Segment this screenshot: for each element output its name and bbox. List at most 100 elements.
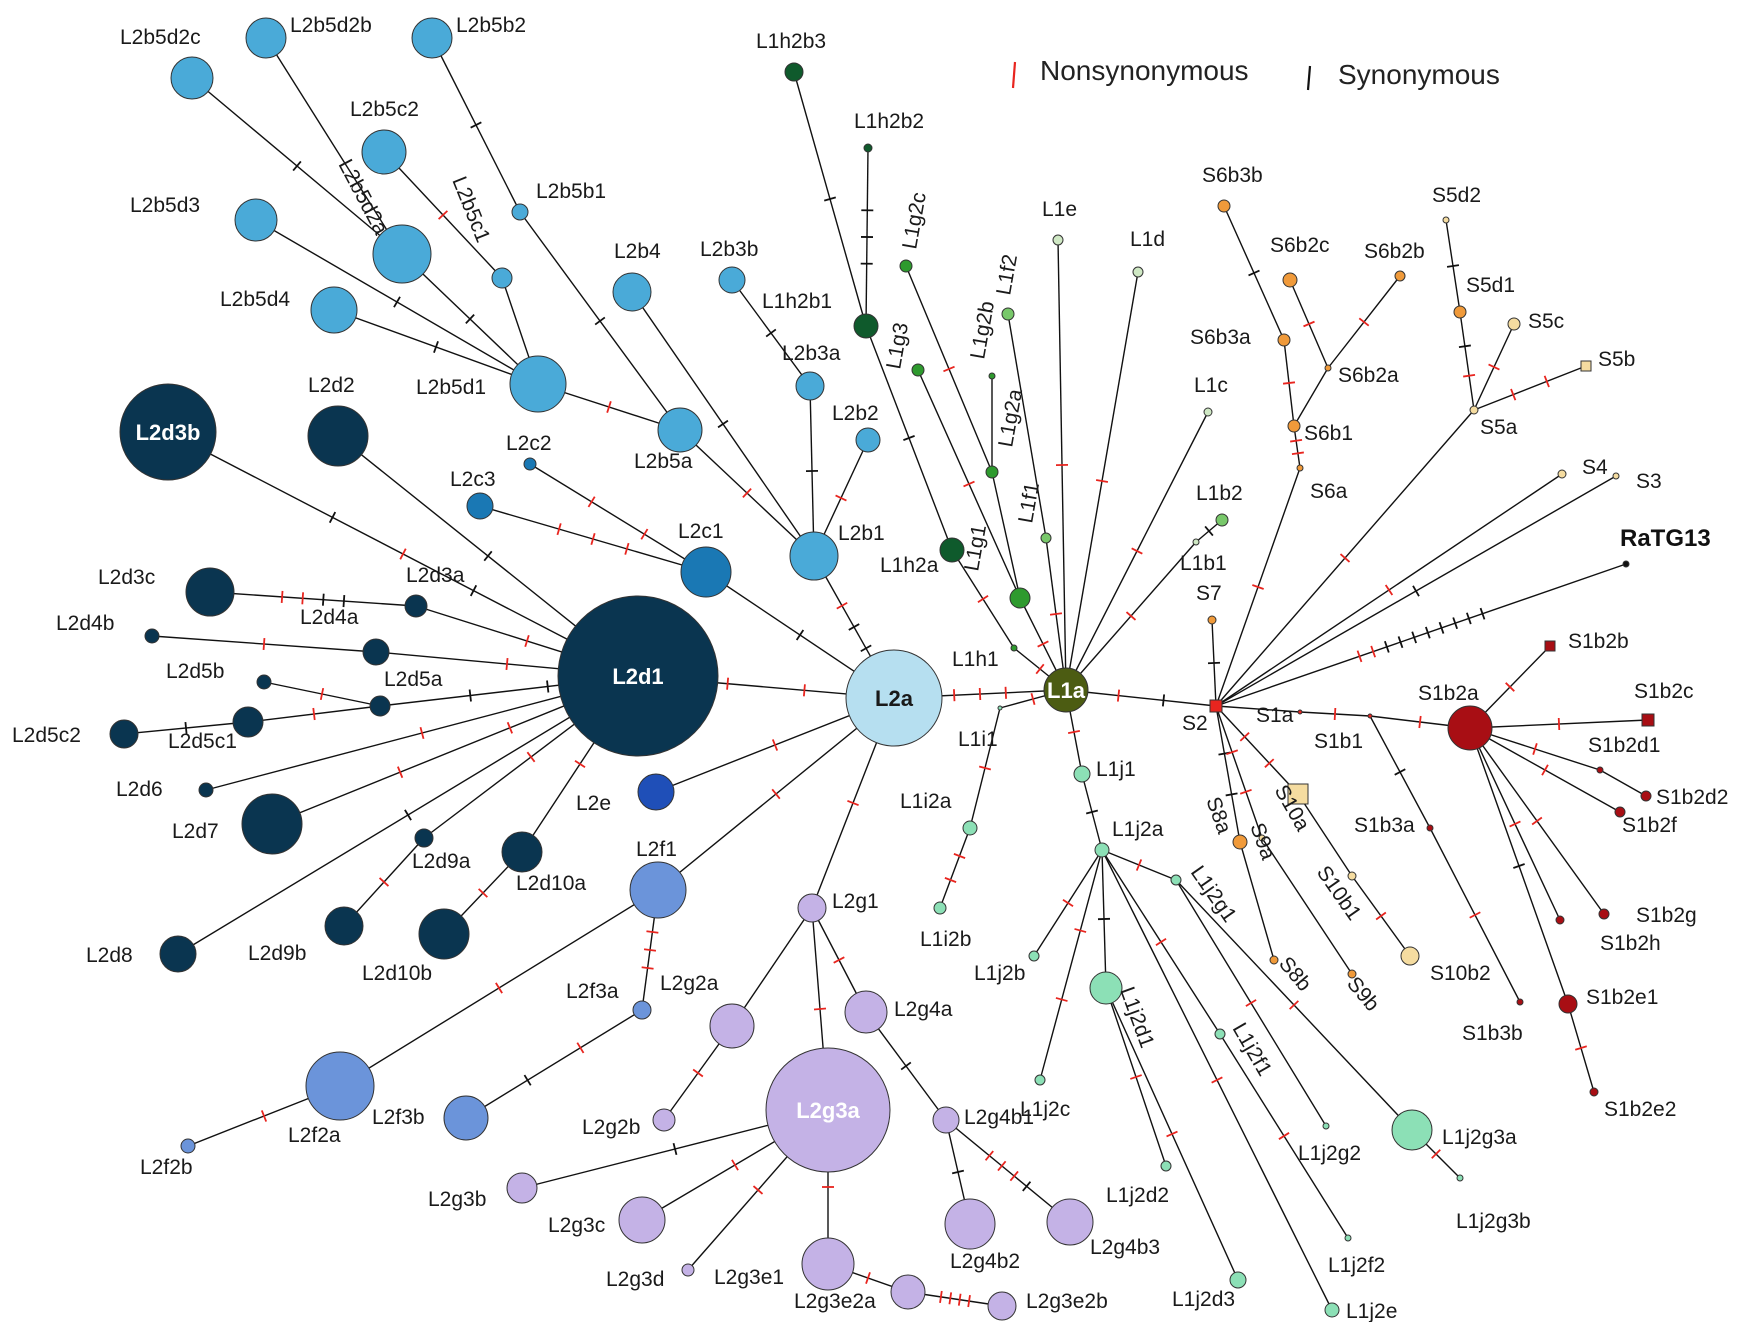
edge-L1a-L1e (1055, 239, 1069, 691)
synonymous-mutation-tick (848, 623, 860, 631)
node-label-l1j2e: L1j2e (1346, 1300, 1397, 1322)
nonsynonymous-mutation-tick (833, 956, 845, 964)
node-label-l1g2c: L1g2c (898, 191, 931, 251)
edge-S1b2a-S1b2g (1469, 727, 1605, 915)
edge-S2-S4 (1215, 473, 1563, 707)
nonsynonymous-mutation-tick (752, 1185, 764, 1195)
haplotype-node-l2b3b (718, 266, 746, 294)
haplotype-node-l2b5a (657, 407, 703, 453)
edge-L2b5d1-L2b5d4 (333, 309, 539, 385)
edge-S2-S3 (1215, 475, 1617, 707)
haplotype-node-l2g2a (709, 1003, 755, 1049)
synonymous-mutation-tick (184, 721, 188, 735)
edge-L1h1-L1h2a (951, 549, 1015, 649)
edge-L1j2d1-L1j2d3 (1105, 987, 1239, 1281)
nonsynonymous-mutation-tick (1030, 692, 1036, 706)
synonymous-mutation-tick (1411, 631, 1417, 644)
edge-L2f1-L2f2a (339, 889, 659, 1087)
edge-line (1007, 313, 1047, 539)
nonsynonymous-mutation-tick (847, 799, 859, 807)
haplotype-node-s4 (1557, 469, 1567, 479)
haplotype-node-l2b1 (789, 531, 839, 581)
node-label-s7: S7 (1196, 582, 1222, 605)
haplotype-node-l1g1 (1009, 587, 1031, 609)
haplotype-node-l2b5c1 (491, 267, 513, 289)
synonymous-mutation-tick (328, 511, 337, 524)
node-label-l1j1: L1j1 (1096, 758, 1136, 781)
nonsynonymous-mutation-tick (953, 853, 966, 859)
edge-L2d4a-L2d4b (151, 635, 377, 653)
edge-line (1459, 311, 1475, 411)
node-label-l1b1: L1b1 (1180, 552, 1227, 575)
haplotype-node-l1g2c (899, 259, 913, 273)
edge-line (1215, 705, 1241, 843)
edge-S6b1-S6b2a (1293, 367, 1329, 427)
nonsynonymous-mutation-tick (939, 1290, 943, 1303)
nonsynonymous-mutation-tick (1166, 1130, 1178, 1138)
node-label-l1g2a: L1g2a (994, 387, 1027, 449)
haplotype-node-l1c (1203, 407, 1213, 417)
node-label-l2g3b: L2g3b (428, 1188, 486, 1211)
nonsynonymous-mutation-tick (624, 542, 630, 555)
haplotype-node-l2d9a (414, 828, 434, 848)
edge-line (1215, 563, 1627, 707)
nonsynonymous-mutation-tick (943, 365, 955, 373)
synonymous-mutation-tick (1022, 1181, 1032, 1192)
synonymous-mutation-tick (860, 644, 872, 653)
synonymous-mutation-tick (717, 419, 729, 429)
edge-L1a-S2 (1065, 689, 1217, 707)
node-label-l1j2d1: L1j2d1 (1115, 984, 1158, 1051)
nonsynonymous-mutation-tick (1035, 663, 1045, 675)
node-label-l2b3a: L2b3a (782, 342, 841, 365)
haplotype-node-s5d1 (1453, 305, 1467, 319)
haplotype-node-s9b (1347, 969, 1357, 979)
nonsynonymous-mutation-tick (1333, 707, 1337, 721)
edge-S2-S1a (1215, 705, 1301, 713)
nonsynonymous-mutation-tick (1291, 451, 1304, 456)
nonsynonymous-mutation-tick (1289, 1000, 1299, 1010)
edge-line (945, 1119, 1071, 1223)
nonsynonymous-mutation-tick (802, 684, 806, 697)
nonsynonymous-mutation-tick (576, 1042, 585, 1054)
edge-L2b3a-L2b3b (731, 279, 811, 387)
node-label-l1j2a: L1j2a (1112, 818, 1164, 841)
haplotype-node-l2d10a (501, 831, 543, 873)
edge-S2-S5a (1215, 409, 1475, 707)
nonsynonymous-mutation-tick (526, 751, 536, 763)
haplotype-node-l2d3c (185, 567, 235, 617)
node-label-l2d4b: L2d4b (56, 612, 114, 635)
node-label-l1h1: L1h1 (952, 648, 999, 671)
nonsynonymous-mutation-tick (641, 966, 654, 970)
nonsynonymous-mutation-tick (953, 689, 956, 702)
haplotype-node-l2d8 (159, 935, 197, 973)
edge-line (1293, 425, 1301, 469)
haplotype-node-l2d5c2 (109, 719, 139, 749)
node-label-l2b2: L2b2 (832, 402, 879, 425)
edge-L2d5a-L2d5b (263, 681, 381, 707)
node-label-s6b3b: S6b3b (1202, 164, 1263, 187)
synonymous-mutation-tick (1207, 661, 1221, 665)
node-label-l2g2b: L2g2b (582, 1116, 640, 1139)
haplotype-node-s10b1 (1347, 871, 1357, 881)
haplotype-node-s5a (1469, 405, 1479, 415)
haplotype-node-l2g2b (652, 1108, 676, 1132)
edge-L2b5b1-L2b5b2 (431, 37, 521, 213)
edge-line (529, 463, 707, 573)
haplotype-node-l2g3c (618, 1196, 666, 1244)
node-label-s5d2: S5d2 (1432, 184, 1481, 207)
nonsynonymous-mutation-tick (1211, 1076, 1223, 1084)
haplotype-node-l1a (1043, 667, 1089, 713)
edge-line (465, 1009, 643, 1119)
nonsynonymous-mutation-tick (506, 721, 513, 734)
node-label-l1j2c: L1j2c (1020, 1098, 1070, 1121)
haplotype-node-s5d2 (1442, 216, 1450, 224)
haplotype-node-l2a (845, 649, 943, 747)
edge-S2-RaTG13 (1215, 563, 1627, 707)
node-label-l2g1: L2g1 (832, 890, 879, 913)
haplotype-node-s6b2a (1324, 364, 1332, 372)
edge-L2f3a-L2f3b (465, 1009, 643, 1119)
nonsynonymous-mutation-tick (378, 877, 390, 887)
haplotype-node-l1g2b (988, 372, 996, 380)
haplotype-node-l2g3e1 (801, 1237, 855, 1291)
